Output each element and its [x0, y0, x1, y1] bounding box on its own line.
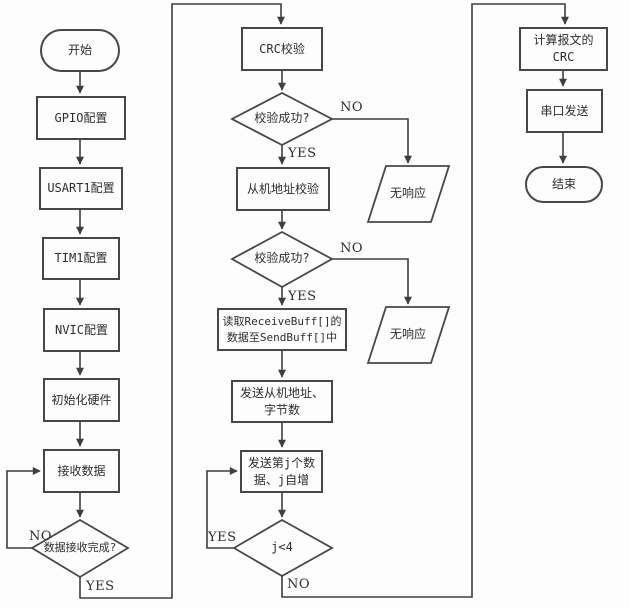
diamond-check-ok-1	[230, 91, 334, 147]
node-slave-addr-check: 从机地址校验	[236, 167, 330, 211]
node-nvic-config: NVIC配置	[43, 308, 120, 352]
node-usart1-config: USART1配置	[39, 167, 123, 210]
edge-d2-no	[332, 258, 412, 305]
node-serial-send: 串口发送	[526, 89, 603, 133]
node-end: 结束	[525, 166, 603, 203]
parallelogram-no-response-2	[366, 306, 451, 364]
diamond-recv-done	[30, 518, 130, 579]
node-receive-data: 接收数据	[43, 449, 120, 493]
parallelogram-no-response-1	[366, 165, 451, 223]
diamond-check-ok-2	[230, 230, 334, 289]
node-tim1-config: TIM1配置	[42, 237, 120, 280]
diamond-j-lt-4	[232, 518, 334, 578]
edge-j-no-path	[281, 3, 569, 598]
node-calc-message-crc: 计算报文的 CRC	[519, 27, 608, 71]
node-send-slave-addr: 发送从机地址、 字节数	[231, 380, 333, 423]
node-start: 开始	[40, 29, 120, 72]
edge-recvdone-no-loop	[6, 467, 41, 549]
node-read-buffer: 读取ReceiveBuff[]的 数据至SendBuff[]中	[217, 308, 347, 351]
node-send-jth-data: 发送第j个数 据、j自增	[240, 450, 323, 493]
edge-recvdone-yes-path	[79, 3, 285, 599]
node-init-hardware: 初始化硬件	[43, 378, 120, 422]
edge-d1-no	[332, 118, 412, 164]
node-crc-check: CRC校验	[241, 27, 323, 71]
node-gpio-config: GPIO配置	[36, 96, 126, 140]
edge-j-yes-loop	[206, 467, 238, 549]
